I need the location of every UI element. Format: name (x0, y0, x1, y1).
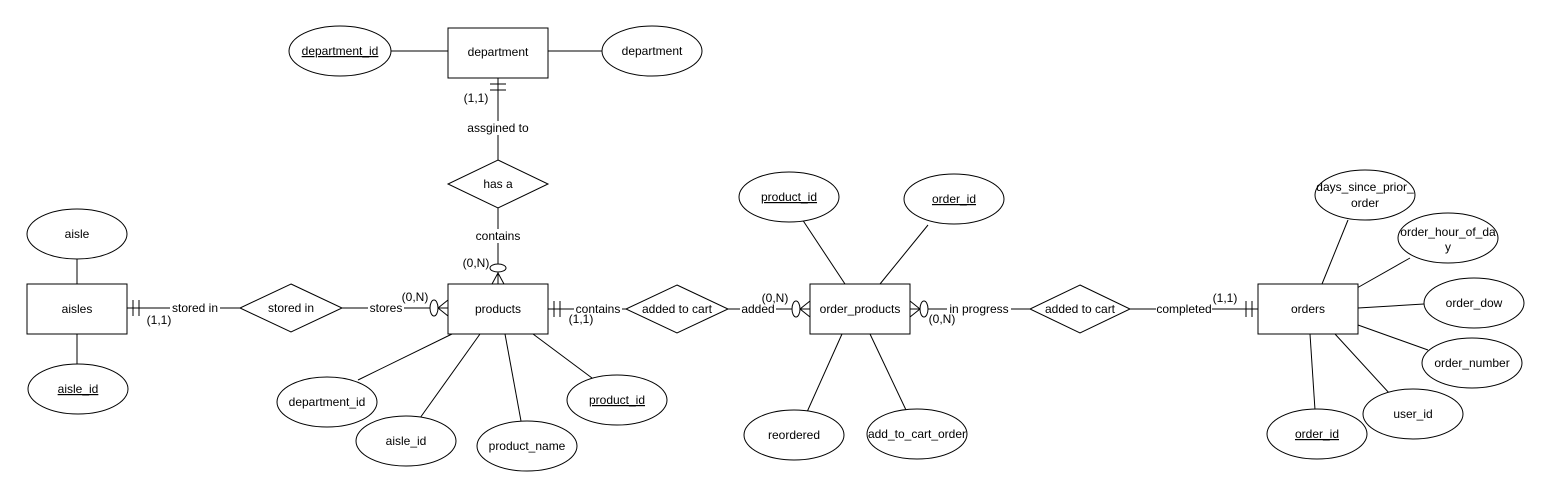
attribute-prod-aisle-id-label: aisle_id (386, 434, 427, 448)
attribute-op-reordered-label: reordered (768, 428, 820, 442)
edge-op-product-id (801, 218, 846, 285)
attribute-op-product-id-label: product_id (761, 190, 817, 204)
entity-order-products-label: order_products (820, 302, 901, 316)
edge-label-stored-in: stored in (172, 301, 218, 315)
connectors (76, 50, 1429, 422)
card-aisles: (1,1) (147, 313, 172, 327)
entity-department-label: department (468, 45, 529, 59)
relationship-has-a[interactable]: has a (446, 159, 550, 209)
attribute-ord-days-since-prior-order[interactable]: days_since_prior_ order (1314, 169, 1416, 221)
relationship-added-to-cart-1[interactable]: added to cart (624, 284, 730, 334)
edge-ord-order-id (1309, 333, 1316, 411)
attribute-prod-product-name-label: product_name (489, 439, 566, 453)
attribute-op-reordered[interactable]: reordered (743, 409, 845, 461)
card-op-right: (0,N) (929, 312, 956, 326)
edge-ord-hour (1356, 257, 1411, 289)
attribute-ord-hour-line1: order_hour_of_da (1400, 225, 1496, 239)
entity-aisles-label: aisles (62, 302, 93, 316)
relationship-stored-in[interactable]: stored in (238, 283, 344, 333)
edge-label-contains-mid: contains (576, 302, 621, 316)
edge-op-add-to-cart-order (869, 333, 907, 411)
attribute-op-order-id[interactable]: order_id (903, 173, 1005, 225)
edge-prod-aisle-id (419, 333, 481, 419)
edge-label-assgined-to: assgined to (467, 121, 529, 135)
edge-label-completed: completed (1156, 302, 1211, 316)
mark-orders-one (1245, 301, 1253, 317)
attribute-op-order-id-label: order_id (932, 192, 976, 206)
edge-prod-product-name (504, 333, 522, 422)
edge-prod-product-id (532, 333, 593, 379)
entity-orders-label: orders (1291, 302, 1325, 316)
attribute-prod-product-id[interactable]: product_id (566, 374, 668, 426)
cardinality-marks (132, 83, 1253, 318)
mark-products-top-many (489, 263, 507, 285)
entity-aisles[interactable]: aisles (26, 283, 128, 335)
card-products-left: (0,N) (402, 290, 429, 304)
attribute-department-id-label: department_id (302, 44, 379, 58)
attribute-op-add-to-cart-order[interactable]: add_to_cart_order (866, 408, 968, 460)
attribute-ord-user-id-label: user_id (1393, 407, 1432, 421)
card-department: (1,1) (464, 91, 489, 105)
mark-aisles-one (132, 300, 140, 316)
mark-products-left-many (429, 299, 449, 317)
relationship-stored-in-label: stored in (268, 301, 314, 315)
attribute-aisle-id-key[interactable]: aisle_id (27, 363, 129, 415)
attribute-prod-product-name[interactable]: product_name (476, 420, 578, 472)
mark-op-left-many (791, 300, 811, 318)
edge-op-order-id (879, 224, 929, 285)
attribute-ord-order-dow[interactable]: order_dow (1423, 277, 1525, 329)
edge-labels: assgined to contains stored in stores co… (170, 121, 1212, 316)
attribute-ord-user-id[interactable]: user_id (1362, 388, 1464, 440)
edge-prod-department-id (357, 333, 453, 381)
attribute-department[interactable]: department (601, 25, 703, 77)
attribute-prod-aisle-id[interactable]: aisle_id (355, 415, 457, 467)
attribute-ord-hour-line2: y (1445, 240, 1451, 254)
attribute-op-add-to-cart-order-label: add_to_cart_order (868, 427, 966, 441)
attribute-ord-order-number-label: order_number (1434, 356, 1509, 370)
card-op-left: (0,N) (762, 291, 789, 305)
relationship-added-to-cart-1-label: added to cart (642, 302, 713, 316)
edge-ord-dow (1357, 303, 1425, 309)
edge-label-in-progress: in progress (949, 302, 1008, 316)
card-products-right: (1,1) (569, 312, 594, 326)
entity-order-products[interactable]: order_products (809, 283, 911, 335)
mark-products-right-one (553, 301, 561, 317)
mark-op-right-many (909, 300, 929, 318)
cardinality-labels: (1,1) (0,N) (1,1) (0,N) (1,1) (0,N) (0,N… (147, 91, 1238, 327)
edge-label-contains-top: contains (476, 229, 521, 243)
relationship-added-to-cart-2-label: added to cart (1045, 302, 1116, 316)
attribute-ord-order-hour-of-day[interactable]: order_hour_of_da y (1397, 212, 1499, 264)
relationship-has-a-label: has a (483, 177, 513, 191)
entity-products[interactable]: products (447, 283, 549, 335)
attribute-op-product-id[interactable]: product_id (738, 171, 840, 223)
attribute-ord-days-since-line2: order (1351, 196, 1379, 210)
attribute-aisle[interactable]: aisle (26, 208, 128, 260)
attribute-ord-order-id-label: order_id (1295, 427, 1339, 441)
attribute-prod-department-id-label: department_id (289, 395, 366, 409)
attribute-ord-order-dow-label: order_dow (1446, 296, 1503, 310)
attribute-department-id[interactable]: department_id (288, 25, 392, 77)
edge-ord-user-id (1334, 333, 1391, 395)
attribute-aisle-id-key-label: aisle_id (58, 382, 99, 396)
attribute-prod-department-id[interactable]: department_id (276, 376, 378, 428)
edge-label-added: added (741, 302, 774, 316)
card-products-top: (0,N) (463, 256, 490, 270)
entity-department[interactable]: department (447, 27, 549, 79)
attribute-prod-product-id-label: product_id (589, 393, 645, 407)
mark-department-one (490, 83, 506, 91)
edge-label-stores: stores (370, 301, 403, 315)
attribute-ord-days-since-line1: days_since_prior_ (1316, 180, 1414, 194)
attribute-aisle-label: aisle (65, 227, 90, 241)
edge-ord-number (1357, 324, 1429, 351)
relationship-added-to-cart-2[interactable]: added to cart (1028, 284, 1132, 334)
attribute-department-label: department (622, 44, 683, 58)
card-orders: (1,1) (1213, 291, 1238, 305)
entity-products-label: products (475, 302, 521, 316)
edge-ord-days-since (1321, 219, 1349, 285)
attribute-ord-order-id[interactable]: order_id (1266, 408, 1368, 460)
entity-orders[interactable]: orders (1257, 283, 1359, 335)
attribute-ord-order-number[interactable]: order_number (1421, 337, 1523, 389)
edge-op-reordered (806, 333, 843, 413)
